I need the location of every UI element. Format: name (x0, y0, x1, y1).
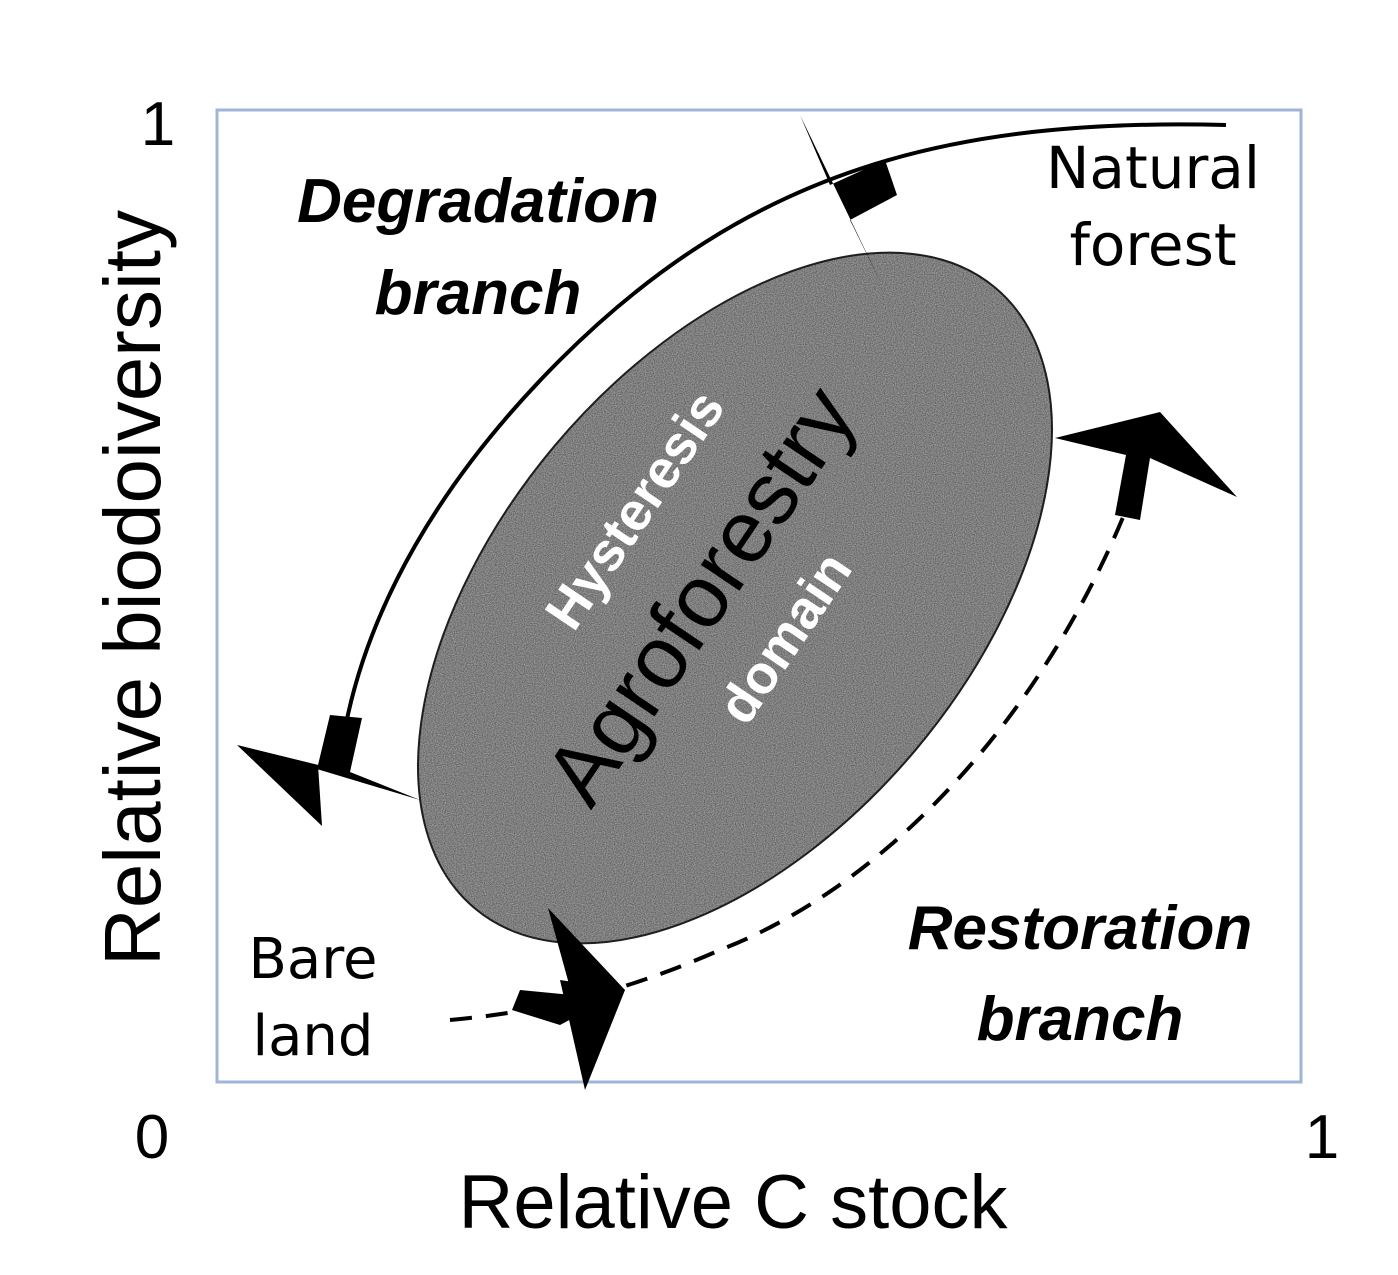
y-max-tick: 1 (141, 90, 175, 159)
y-axis-label: Relative biodoiversity (88, 210, 177, 966)
natural-forest-label-line2: forest (1069, 211, 1236, 279)
arrow-right-icon (1055, 412, 1237, 520)
origin-tick: 0 (135, 1103, 169, 1172)
bare-land-label-line2: land (253, 1004, 374, 1069)
restoration-label-line1: Restoration (908, 894, 1252, 963)
plot-frame (215, 108, 1303, 1084)
bare-land-label-line1: Bare (249, 927, 378, 992)
degradation-curve (341, 122, 1227, 741)
natural-forest-label-line1: Natural (1046, 134, 1260, 202)
restoration-label-line2: branch (977, 985, 1184, 1054)
x-axis-label: Relative C stock (458, 1160, 1008, 1245)
x-max-tick: 1 (1305, 1103, 1339, 1172)
arrow-top-icon (800, 115, 897, 287)
arrow-bottom-icon (512, 908, 625, 1090)
degradation-label-line2: branch (375, 259, 582, 328)
degradation-label-line1: Degradation (297, 167, 659, 236)
arrow-left-icon (237, 715, 420, 826)
